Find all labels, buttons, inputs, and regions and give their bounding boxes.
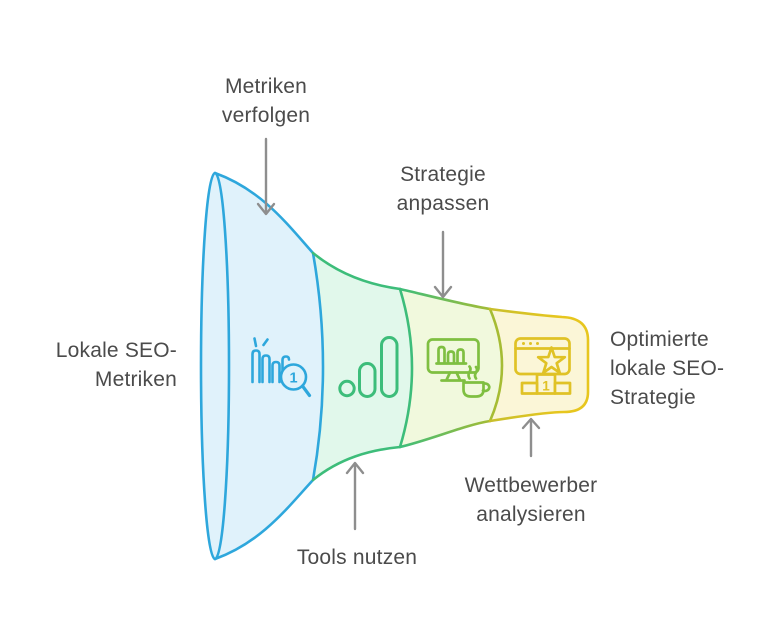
sparkle-icon [253, 337, 269, 348]
browser-dots-icon [522, 342, 539, 345]
star-icon [536, 346, 567, 375]
label-line: Optimierte [610, 328, 709, 351]
label-line: analysieren [476, 503, 586, 526]
label-line: Tools nutzen [296, 546, 418, 569]
stage-3-fill [400, 289, 502, 447]
bar-chart-search-icon [251, 337, 312, 398]
bell-rim-outline [199, 171, 231, 561]
magnifier-number: 1 [289, 371, 297, 387]
stage-3-right-arc [488, 307, 504, 423]
label-line: Strategie [610, 386, 696, 409]
stage-4-outline [488, 307, 590, 423]
coffee-cup [462, 381, 485, 398]
podium-right-block [553, 381, 572, 395]
bar-3 [271, 360, 281, 384]
stage-3-outline [398, 287, 492, 449]
label-optimierte-strategie: Optimierte lokale SEO- Strategie [610, 325, 768, 412]
magnifier-handle [300, 384, 312, 398]
arrow-tools-nutzen [345, 461, 365, 531]
label-line: anpassen [396, 192, 490, 215]
funnel-stage-fills [201, 173, 588, 559]
analytics-mid-bar [358, 362, 377, 398]
label-line: lokale SEO- [610, 357, 725, 380]
stage-2-outline [311, 251, 414, 482]
funnel-stage-outlines [199, 171, 590, 561]
bar-1 [251, 349, 261, 384]
label-line: Metriken [94, 368, 177, 391]
stage-4-fill [490, 309, 588, 421]
coffee-cup-handle [481, 382, 491, 393]
arrow-wettbewerber-analysieren [521, 417, 541, 458]
analytics-dot [338, 379, 356, 398]
label-line: Metriken [224, 75, 308, 98]
arrow-strategie-anpassen [433, 230, 453, 299]
bar-4 [281, 355, 291, 384]
analytics-tall-bar [380, 336, 399, 398]
label-metriken-verfolgen: Metriken verfolgen [166, 72, 366, 130]
monitor-coffee-icon [426, 338, 491, 398]
coffee-steam [467, 365, 479, 380]
ranking-podium-icon [514, 337, 572, 395]
label-wettbewerber-analysieren: Wettbewerber analysieren [431, 471, 631, 529]
analytics-icon [338, 336, 399, 398]
callout-arrows [256, 137, 541, 531]
bell-rim-fill [201, 173, 229, 559]
monitor-chart-bars [435, 345, 468, 365]
label-line: Lokale SEO- [55, 339, 177, 362]
monitor-screen [426, 338, 480, 374]
label-line: verfolgen [221, 104, 311, 127]
podium-number: 1 [542, 379, 550, 394]
label-line: Wettbewerber [464, 474, 598, 497]
arrow-metriken-verfolgen [256, 137, 276, 216]
magnifier-lens [279, 363, 308, 391]
stage-1-outline [213, 171, 325, 561]
label-strategie-anpassen: Strategie anpassen [343, 160, 543, 218]
bar-2 [261, 354, 271, 384]
label-line: Strategie [400, 163, 486, 186]
label-tools-nutzen: Tools nutzen [257, 543, 457, 572]
podium-left-block [520, 381, 539, 395]
label-lokale-seo-metriken: Lokale SEO- Metriken [25, 336, 177, 394]
monitor-stand [440, 371, 466, 382]
